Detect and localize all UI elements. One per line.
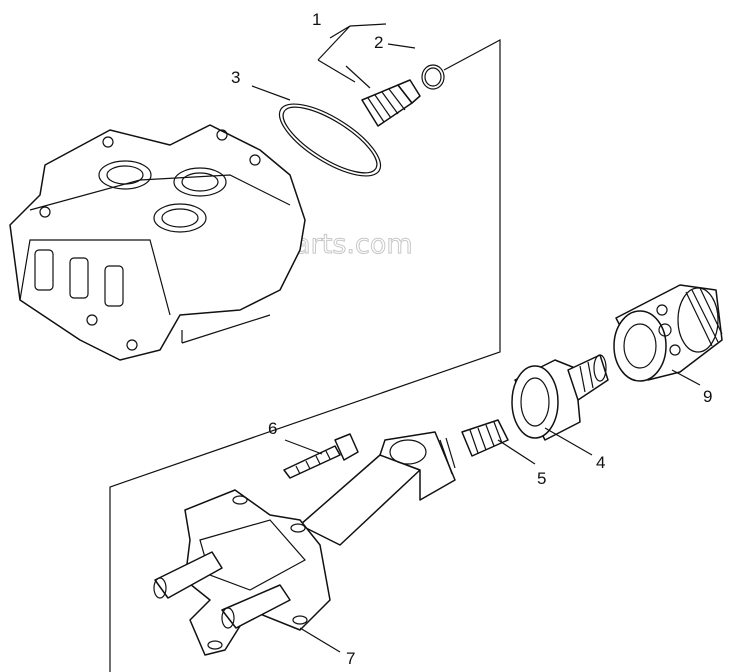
callout-leaders (251, 23, 701, 653)
callout-4: 4 (596, 453, 605, 472)
callout-5: 5 (537, 469, 546, 488)
pump-head-housing (9, 124, 306, 361)
part-9-coupling-sleeve (613, 284, 723, 382)
part-1-valve (361, 79, 421, 127)
part-5-filter (461, 419, 509, 457)
assembly-frame (109, 38, 501, 672)
part-7-tube-assembly (153, 431, 456, 656)
callout-3: 3 (231, 68, 240, 87)
callout-labels: 1 2 3 4 5 6 7 9 (231, 10, 712, 668)
callout-7: 7 (346, 649, 355, 668)
callout-6: 6 (268, 419, 277, 438)
callout-2: 2 (374, 33, 383, 52)
part-3-o-ring (278, 103, 382, 177)
part-2-small-o-ring (421, 64, 445, 90)
part-4-hose-connector (511, 354, 609, 441)
callout-1: 1 (312, 10, 321, 29)
callout-9: 9 (703, 387, 712, 406)
part-6-screw (283, 433, 359, 479)
